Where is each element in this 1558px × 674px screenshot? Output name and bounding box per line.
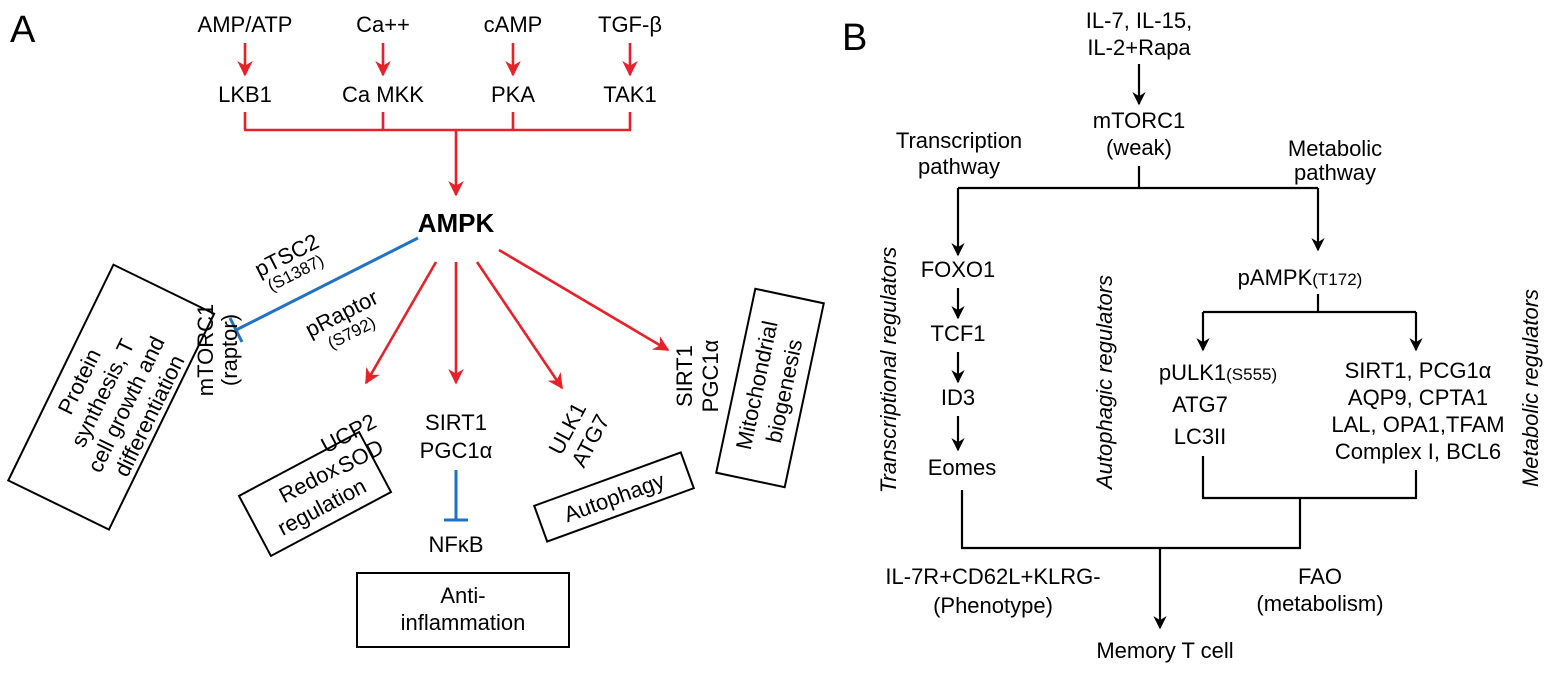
memory-t-cell-label: Memory T cell [1096, 638, 1233, 663]
eomes-label: Eomes [928, 455, 996, 480]
pulk1-site: (S555) [1226, 365, 1277, 384]
pampk-split [1196, 294, 1423, 352]
praptor-label-group: pRaptor (S792) [301, 284, 382, 353]
mito-sirt1-label: SIRT1 [672, 345, 697, 407]
transcriptional-regulators-text: Transcriptional regulators [876, 247, 901, 494]
phenotype-line1: IL-7R+CD62L+KLRG- [885, 564, 1100, 589]
panel-b-label: B [842, 17, 867, 59]
metabolic-gene-line4: Complex I, BCL6 [1335, 439, 1501, 464]
pampk-site: (T172) [1312, 270, 1362, 289]
autophagic-regulators-text: Autophagic regulators [1092, 275, 1117, 491]
mito-pgc1a-label: PGC1α [698, 339, 723, 412]
nfkb-label: NFκB [429, 532, 484, 557]
autophagy-box: Autophagy [532, 451, 696, 543]
input-camp: cAMP [484, 12, 543, 37]
mtorc1-a-line2: (raptor) [217, 314, 242, 386]
metabolic-merge [1201, 456, 1418, 548]
metabolic-gene-line2: AQP9, CPTA1 [1348, 385, 1488, 410]
mito-sirt1-node: SIRT1 PGC1α [672, 339, 723, 412]
input-tgf-beta: TGF-β [598, 12, 662, 37]
anti-line2: inflammation [401, 610, 526, 635]
mtorc1-b-line2: (weak) [1106, 135, 1172, 160]
kinase-tak1: TAK1 [603, 82, 656, 107]
protein-synthesis-frame [6, 263, 216, 531]
metabolic-pathway-line2: pathway [1294, 160, 1376, 185]
input-to-kinase-arrows [237, 43, 638, 77]
input-ca: Ca++ [356, 12, 410, 37]
ulk1-atg7-node: ULK1 ATG7 [543, 398, 614, 471]
final-merge [960, 490, 1301, 630]
ampk-inhibits-mtorc1 [228, 236, 419, 343]
cytokines-line2: IL-2+Rapa [1087, 35, 1191, 60]
redox-frame [237, 430, 393, 558]
fao-line2: (metabolism) [1256, 591, 1383, 616]
anti-line1: Anti- [440, 583, 485, 608]
pampk-label: pAMPK [1238, 265, 1313, 290]
side-transcriptional-label: Transcriptional regulators [876, 247, 901, 494]
panel-a-label: A [10, 9, 36, 51]
autophagy-frame [532, 451, 696, 543]
ampk-hub: AMPK [418, 208, 495, 238]
mito-biogenesis-frame [715, 287, 825, 489]
sirt1-label: SIRT1 [425, 410, 487, 435]
transcription-pathway-line2: pathway [918, 154, 1000, 179]
kinase-pka: PKA [491, 82, 535, 107]
side-autophagic-label: Autophagic regulators [1092, 275, 1117, 491]
ampk-target-arrows [364, 248, 670, 390]
cytokines-line1: IL-7, IL-15, [1086, 8, 1192, 33]
id3-label: ID3 [941, 385, 975, 410]
input-amp-atp: AMP/ATP [198, 12, 293, 37]
side-metabolic-label: Metabolic regulators [1518, 289, 1543, 487]
kinase-camkk: Ca MKK [342, 82, 424, 107]
pampk-group: pAMPK(T172) [1238, 265, 1363, 290]
pulk1-group: pULK1(S555) [1159, 360, 1277, 385]
anti-inflammation-frame [356, 572, 570, 648]
kinase-bracket [243, 112, 632, 197]
metabolic-gene-line1: SIRT1, PCG1α [1345, 358, 1492, 383]
pulk1-label: pULK1 [1159, 360, 1226, 385]
fao-line1: FAO [1298, 564, 1342, 589]
redox-box: Redox regulation [237, 430, 393, 558]
panel-b: B IL-7, IL-15, IL-2+Rapa mTORC1 (weak) T… [842, 8, 1543, 663]
kinase-lkb1: LKB1 [218, 82, 272, 107]
pgc1a-inhibits-nfkb [444, 470, 468, 522]
protein-synthesis-box: Protein synthesis, T cell growth and dif… [6, 263, 216, 531]
mtorc1-b-line1: mTORC1 [1093, 108, 1186, 133]
panel-a: A AMP/ATP Ca++ cAMP TGF-β LKB1 Ca MKK PK… [6, 9, 825, 648]
tcf1-label: TCF1 [931, 321, 986, 346]
foxo1-label: FOXO1 [921, 257, 996, 282]
pathway-split [951, 166, 1325, 257]
metabolic-regulators-text: Metabolic regulators [1518, 289, 1543, 487]
mito-biogenesis-box: Mitochondrial biogenesis [715, 287, 825, 489]
transcription-pathway-line1: Transcription [896, 128, 1022, 153]
pgc1a-label: PGC1α [420, 438, 493, 463]
mtorc1-raptor-node: mTORC1 (raptor) [193, 304, 242, 397]
phenotype-line2: (Phenotype) [933, 593, 1053, 618]
metabolic-pathway-line1: Metabolic [1288, 136, 1382, 161]
atg7-b-label: ATG7 [1172, 392, 1228, 417]
lc3ii-label: LC3II [1174, 424, 1227, 449]
metabolic-gene-line3: LAL, OPA1,TFAM [1331, 412, 1504, 437]
